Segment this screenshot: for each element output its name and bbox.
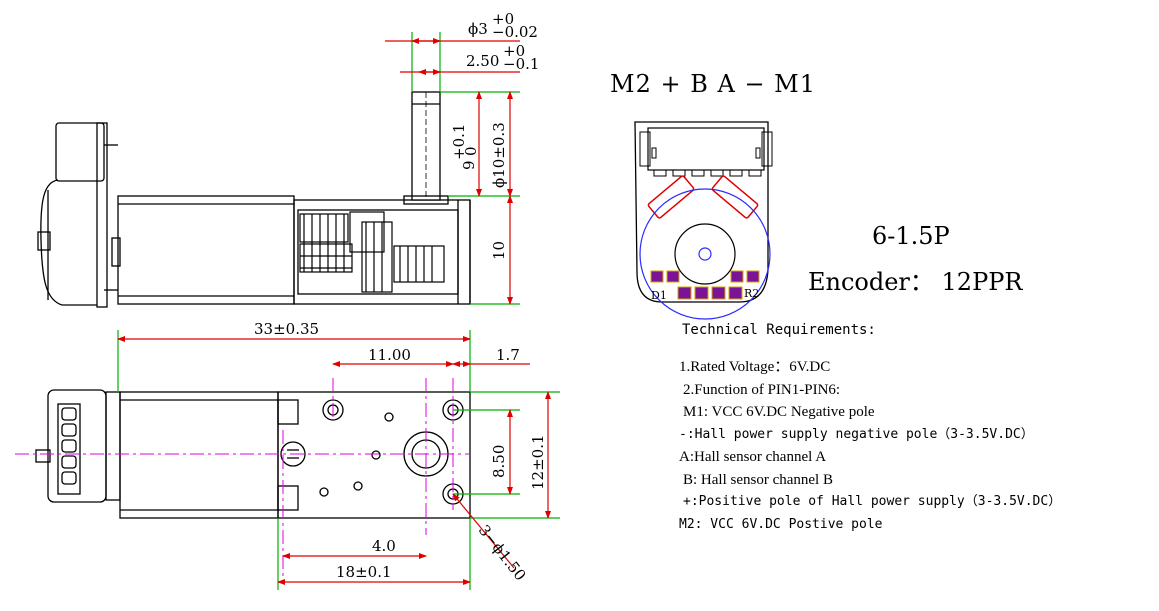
dimension-lines: [117, 38, 551, 585]
svg-text:ϕ10±0.3: ϕ10±0.3: [490, 122, 508, 188]
svg-text:33±0.35: 33±0.35: [254, 320, 319, 338]
svg-text:11.00: 11.00: [368, 346, 411, 364]
motor-side-view: [37, 91, 471, 308]
svg-text:R2: R2: [744, 287, 759, 300]
requirement-item: B: Hall sensor channel B: [683, 471, 833, 488]
dim-gearbox-width: 12±0.1: [529, 434, 547, 490]
requirement-item: 2.Function of PIN1-PIN6:: [683, 381, 841, 398]
svg-text:2.50: 2.50: [466, 52, 499, 70]
svg-text:12±0.1: 12±0.1: [529, 434, 547, 490]
extension-lines: [117, 32, 560, 590]
svg-text:−0.02: −0.02: [492, 23, 538, 41]
dim-hole-spacing-y: 8.50: [490, 445, 508, 478]
dim-edge-offset: 1.7: [496, 346, 520, 364]
requirement-item: 1.Rated Voltage：6V.DC: [679, 359, 831, 375]
centerlines: [15, 378, 470, 580]
svg-text:+0: +0: [492, 10, 514, 28]
dim-flat: 2.50: [466, 52, 499, 70]
svg-text:0: 0: [462, 146, 480, 156]
requirement-item: A:Hall sensor channel A: [679, 449, 827, 465]
requirements-title: Technical Requirements:: [682, 322, 876, 338]
svg-text:+0: +0: [503, 42, 525, 60]
encoder-spec: Encoder： 12PPR: [808, 268, 1023, 296]
dim-hole-spacing-x: 11.00: [368, 346, 411, 364]
dim-hole-diameter: 3−ϕ1.50: [475, 521, 530, 584]
dim-shaft-diameter: ϕ3: [468, 20, 488, 38]
svg-text:+0.1: +0.1: [450, 124, 468, 160]
svg-text:10: 10: [490, 241, 508, 260]
dim-center-offset: 4.0: [372, 537, 396, 555]
requirement-item: M1: VCC 6V.DC Negative pole: [683, 404, 875, 420]
dim-gearbox-length: 18±0.1: [336, 563, 392, 581]
svg-text:1.7: 1.7: [496, 346, 520, 364]
svg-text:8.50: 8.50: [490, 445, 508, 478]
svg-text:9: 9: [460, 160, 478, 170]
svg-text:4.0: 4.0: [372, 537, 396, 555]
requirement-item: -:Hall power supply negative pole（3-3.5V…: [679, 426, 1034, 442]
dim-shaft-length: ϕ10±0.3: [490, 122, 508, 188]
dim-total-length: 33±0.35: [254, 320, 319, 338]
svg-text:3−ϕ1.50: 3−ϕ1.50: [475, 521, 530, 584]
svg-text:D1: D1: [651, 289, 667, 302]
label-r2: R2: [744, 287, 759, 300]
svg-text:18±0.1: 18±0.1: [336, 563, 392, 581]
dim-gearbox-height: 10: [490, 241, 508, 260]
connector-spec: 6-1.5P: [872, 222, 950, 250]
requirements-list: 1.Rated Voltage：6V.DC 2.Function of PIN1…: [679, 356, 1061, 536]
requirement-item: +:Positive pole of Hall power supply（3-3…: [683, 494, 1062, 509]
pinout-label: M2 + B A − M1: [610, 70, 817, 98]
svg-text:−0.1: −0.1: [503, 55, 539, 73]
encoder-board: D1 R2: [634, 121, 773, 320]
label-d1: D1: [651, 289, 667, 302]
svg-text:ϕ3: ϕ3: [468, 20, 488, 38]
dim-flat-length: 9: [460, 160, 478, 170]
requirement-item: M2: VCC 6V.DC Postive pole: [679, 516, 883, 532]
